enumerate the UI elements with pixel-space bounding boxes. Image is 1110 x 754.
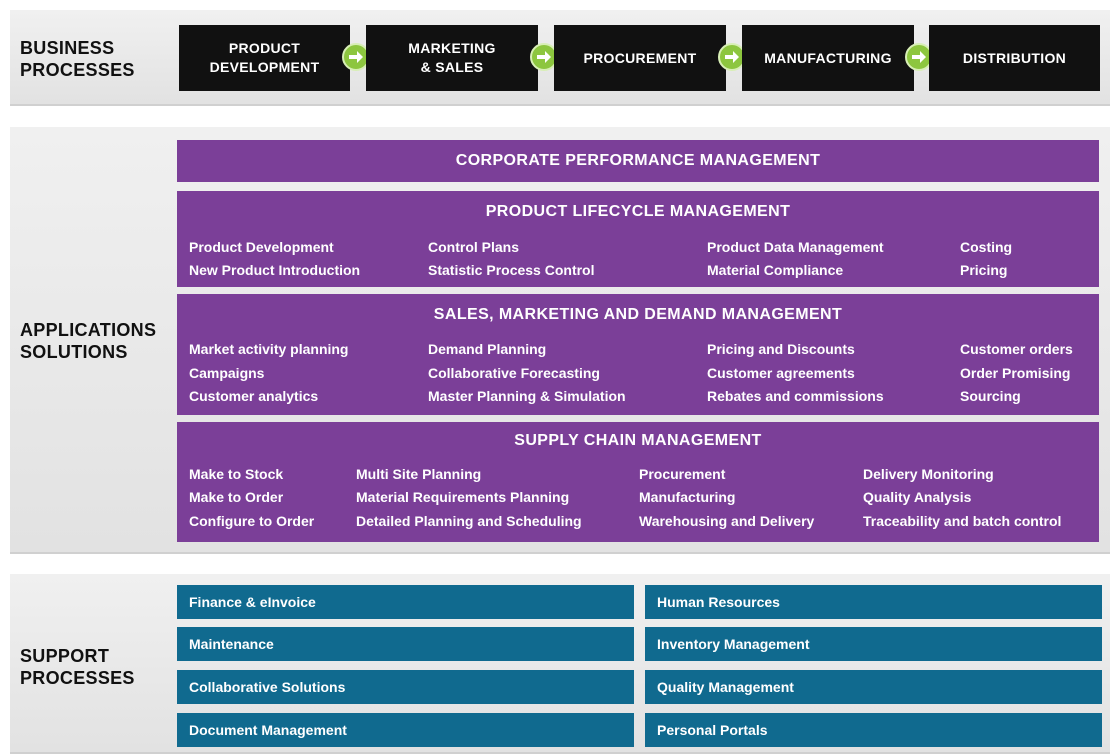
smd-item: Customer orders xyxy=(960,341,1073,357)
scm-item: Warehousing and Delivery xyxy=(639,513,815,529)
applications-label: APPLICATIONS SOLUTIONS xyxy=(20,320,157,362)
arrow-right-icon xyxy=(342,43,370,71)
scm-item: Manufacturing xyxy=(639,489,736,505)
smd-item: Pricing and Discounts xyxy=(707,341,855,357)
scm-item: Make to Order xyxy=(189,489,284,505)
step-product-development: PRODUCT DEVELOPMENT xyxy=(179,25,350,91)
scm-item: Detailed Planning and Scheduling xyxy=(356,513,582,529)
scm-item: Quality Analysis xyxy=(863,489,972,505)
scm-title: SUPPLY CHAIN MANAGEMENT xyxy=(514,432,762,449)
smd-title: SALES, MARKETING AND DEMAND MANAGEMENT xyxy=(433,306,843,323)
step-manufacturing: MANUFACTURING xyxy=(742,25,914,91)
support-item: Collaborative Solutions xyxy=(177,670,634,704)
arrow-right-icon xyxy=(530,43,558,71)
plm-item: Costing xyxy=(960,239,1013,255)
smd-item: Customer agreements xyxy=(707,365,855,381)
plm-item: New Product Introduction xyxy=(189,262,361,278)
scm-item: Traceability and batch control xyxy=(863,513,1062,529)
smd-box: SALES, MARKETING AND DEMAND MANAGEMENT M… xyxy=(177,294,1099,415)
plm-item: Control Plans xyxy=(428,239,520,255)
smd-item: Demand Planning xyxy=(428,341,547,357)
scm-item: Configure to Order xyxy=(189,513,315,529)
smd-item: Collaborative Forecasting xyxy=(428,365,600,381)
step-procurement: PROCUREMENT xyxy=(554,25,726,91)
smd-item: Master Planning & Simulation xyxy=(428,388,626,404)
step-distribution: DISTRIBUTION xyxy=(929,25,1100,91)
plm-title: PRODUCT LIFECYCLE MANAGEMENT xyxy=(485,203,791,220)
smd-item: Customer analytics xyxy=(189,388,319,404)
scm-box: SUPPLY CHAIN MANAGEMENT Make to Stock Ma… xyxy=(177,422,1099,542)
scm-item: Make to Stock xyxy=(189,466,284,482)
plm-item: Statistic Process Control xyxy=(428,262,595,278)
step-marketing-sales: MARKETING & SALES xyxy=(366,25,538,91)
cpm-title: CORPORATE PERFORMANCE MANAGEMENT xyxy=(455,152,821,169)
support-item: Personal Portals xyxy=(645,713,1102,747)
support-item: Inventory Management xyxy=(645,627,1102,661)
plm-item: Pricing xyxy=(960,262,1008,278)
smd-item: Order Promising xyxy=(960,365,1071,381)
cpm-box: CORPORATE PERFORMANCE MANAGEMENT xyxy=(177,140,1099,182)
smd-item: Rebates and commissions xyxy=(707,388,884,404)
support-label: SUPPORT PROCESSES xyxy=(20,646,135,688)
support-item: Finance & eInvoice xyxy=(177,585,634,619)
plm-item: Product Development xyxy=(189,239,334,255)
scm-item: Material Requirements Planning xyxy=(356,489,570,505)
support-item: Document Management xyxy=(177,713,634,747)
scm-item: Delivery Monitoring xyxy=(863,466,994,482)
support-item: Human Resources xyxy=(645,585,1102,619)
scm-item: Multi Site Planning xyxy=(356,466,482,482)
plm-item: Product Data Management xyxy=(707,239,884,255)
smd-item: Sourcing xyxy=(960,388,1021,404)
scm-item: Procurement xyxy=(639,466,726,482)
smd-item: Market activity planning xyxy=(189,341,349,357)
plm-item: Material Compliance xyxy=(707,262,844,278)
support-item: Maintenance xyxy=(177,627,634,661)
support-item: Quality Management xyxy=(645,670,1102,704)
business-processes-label: BUSINESS PROCESSES xyxy=(20,38,135,80)
smd-item: Campaigns xyxy=(189,365,265,381)
plm-box: PRODUCT LIFECYCLE MANAGEMENT Product Dev… xyxy=(177,191,1099,287)
